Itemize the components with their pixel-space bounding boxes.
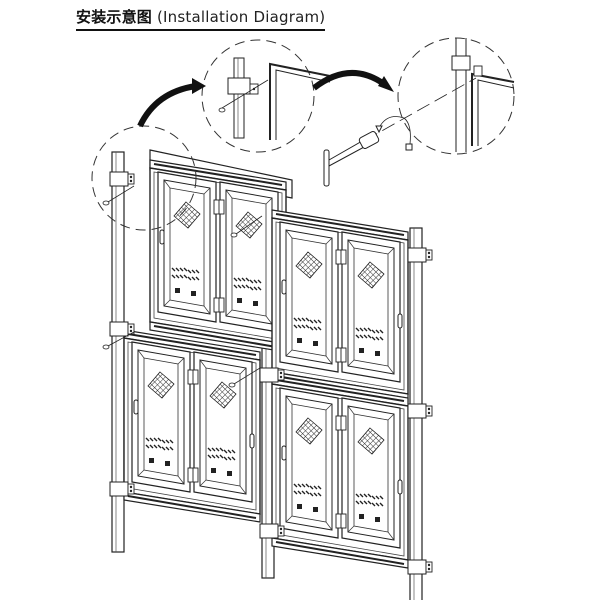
- screws: [102, 185, 263, 388]
- title-chinese: 安装示意图: [76, 8, 153, 26]
- callout-detail-2: [201, 39, 331, 153]
- t-handle-wrench: [323, 116, 413, 187]
- cabinet-bottom-left: [124, 330, 260, 522]
- title-english: (Installation Diagram): [156, 8, 326, 26]
- arrow-detail-1-to-2: [137, 78, 206, 128]
- cabinet-bottom-right: [272, 376, 408, 568]
- diagram-title: 安装示意图 (Installation Diagram): [76, 6, 326, 31]
- callout-detail-1: [91, 125, 197, 231]
- callout-detail-3: [329, 37, 515, 161]
- cabinet-top-left: [150, 149, 293, 352]
- cabinet-top-right: [272, 210, 408, 402]
- arrow-detail-2-to-3: [312, 70, 394, 92]
